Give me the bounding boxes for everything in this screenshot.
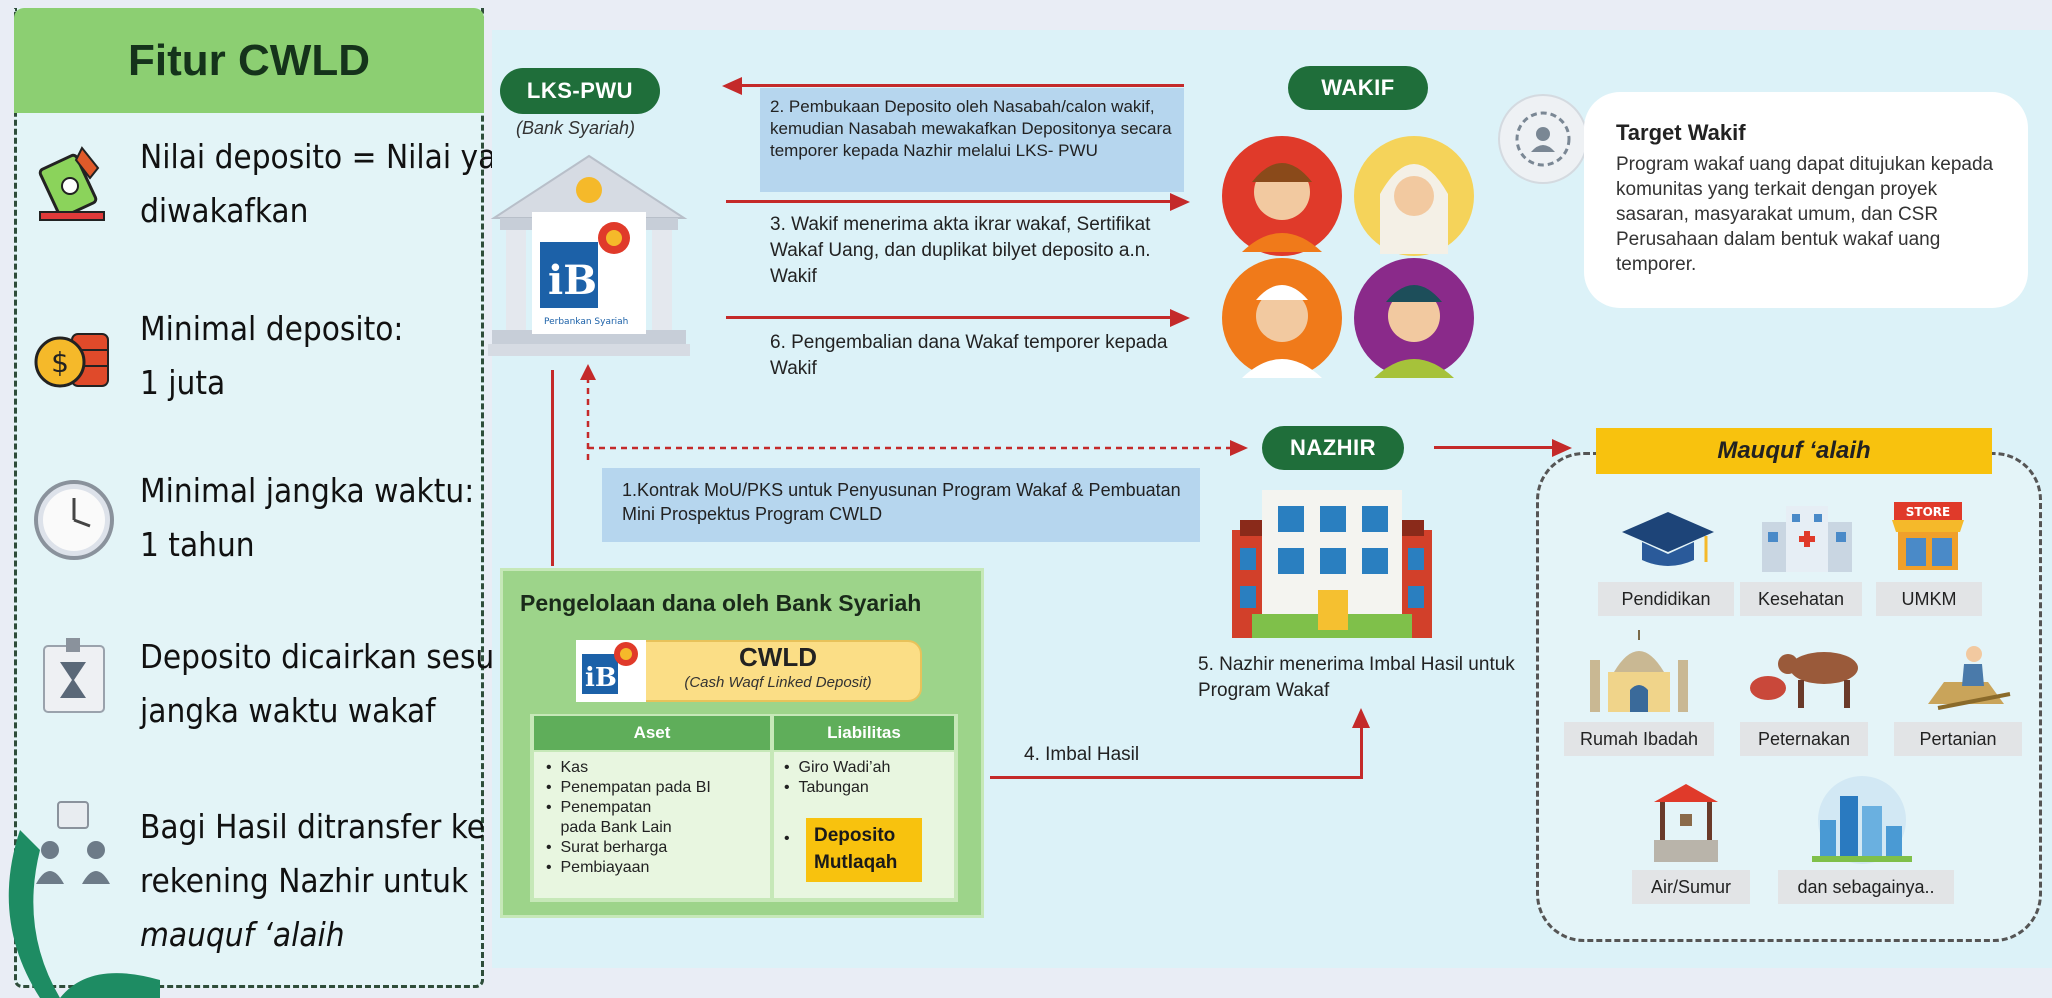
cwld-subtitle: (Cash Waqf Linked Deposit) [684, 674, 872, 691]
feature-deposit-value: Nilai deposito = Nilai yang diwakafkan [140, 130, 534, 238]
category-kesehatan: Kesehatan [1740, 582, 1862, 616]
hospital-icon [1762, 506, 1852, 572]
arrow-to-mauquf [1434, 446, 1556, 449]
step-6-text: 6. Pengembalian dana Wakaf temporer kepa… [770, 332, 1168, 379]
mauquf-title: Mauquf ‘alaih [1596, 428, 1992, 474]
arrow-head [1552, 439, 1572, 457]
aset-item: • Penempatan pada BI [546, 779, 711, 796]
well-icon [1654, 784, 1718, 862]
lks-pwu-label: LKS-PWU [500, 68, 660, 114]
feature-line: Minimal deposito: [140, 309, 404, 348]
step-3-text: 3. Wakif menerima akta ikrar wakaf, Sert… [770, 214, 1151, 287]
bank-building-icon: iB Perbankan Syariah [488, 154, 690, 356]
nazhir-building-icon [1232, 490, 1432, 638]
feature-line: 1 tahun [140, 525, 255, 564]
feature-min-deposit: Minimal deposito: 1 juta [140, 302, 475, 410]
category-lainnya: dan sebagainya.. [1778, 870, 1954, 904]
target-icon [1498, 94, 1588, 184]
wakif-label: WAKIF [1288, 66, 1428, 110]
feature-line: Minimal jangka waktu: [140, 471, 475, 510]
arrow-step-4 [990, 776, 1362, 779]
step-1-text: 1.Kontrak MoU/PKS untuk Penyusunan Progr… [622, 480, 1181, 524]
category-peternakan: Peternakan [1740, 722, 1868, 756]
svg-text:iB: iB [548, 257, 597, 304]
step-1-box [602, 468, 1200, 542]
aset-item: • Penempatan pada Bank Lain [546, 799, 672, 836]
feature-line: Deposito dicairkan sesuai [140, 637, 521, 676]
aset-item: • Surat berharga [546, 839, 668, 856]
graduation-cap-icon [1622, 512, 1714, 566]
arrow-head [1352, 708, 1370, 728]
arrow-head [1170, 193, 1190, 211]
arrow-step-3 [726, 200, 1172, 203]
ib-logo-icon: iB [576, 640, 646, 702]
svg-text:Perbankan Syariah: Perbankan Syariah [544, 317, 628, 327]
target-wakif-body: Program wakaf uang dapat ditujukan kepad… [1616, 154, 1994, 275]
feature-withdraw: Deposito dicairkan sesuai jangka waktu w… [140, 630, 521, 738]
wakif-avatars [1222, 136, 1474, 378]
aset-item: • Pembiayaan [546, 859, 650, 876]
feature-line: 1 juta [140, 363, 226, 402]
coin-stack-icon: $ [34, 333, 109, 388]
feature-min-term: Minimal jangka waktu: 1 tahun [140, 464, 475, 572]
arrow-step-1 [580, 364, 1248, 460]
bullet: • [784, 830, 790, 847]
cwld-title: CWLD [739, 642, 817, 672]
liab-list: • Giro Wadi’ah • Tabungan [784, 758, 890, 798]
city-icon [1812, 776, 1912, 864]
feature-line: mauquf ‘alaih [140, 915, 345, 954]
category-pendidikan: Pendidikan [1598, 582, 1734, 616]
category-umkm: UMKM [1876, 582, 1982, 616]
deposito-mutlaqah-highlight: Deposito Mutlaqah [806, 818, 922, 882]
bank-management-title: Pengelolaan dana oleh Bank Syariah [520, 590, 922, 616]
liab-item: • Giro Wadi’ah [784, 759, 891, 776]
store-sign-text: STORE [1906, 505, 1950, 519]
features-title: Fitur CWLD [14, 8, 484, 113]
feature-line: Nilai deposito = Nilai yang [140, 137, 534, 176]
feature-profit-share: Bagi Hasil ditransfer ke rekening Nazhir… [140, 800, 486, 962]
col-liab-header: Liabilitas [774, 716, 954, 750]
step-2-box [760, 88, 1184, 192]
arrow-head [1170, 309, 1190, 327]
target-wakif-title: Target Wakif [1616, 120, 1746, 145]
hourglass-card-icon [43, 638, 105, 713]
liab-item: • Tabungan [784, 779, 869, 796]
arrow-head [722, 77, 742, 95]
nazhir-label: NAZHIR [1262, 426, 1404, 470]
step-4-text: 4. Imbal Hasil [1024, 744, 1140, 765]
farmer-icon [1928, 646, 2011, 710]
step-2-text: 2. Pembukaan Deposito oleh Nasabah/calon… [770, 97, 1172, 160]
feature-line: Bagi Hasil ditransfer ke [140, 807, 486, 846]
decorative-swoosh [8, 830, 160, 998]
step-5-text: 5. Nazhir menerima Imbal Hasil untuk Pro… [1198, 654, 1515, 701]
arrow-step-2 [740, 84, 1184, 87]
lks-sublabel: (Bank Syariah) [516, 118, 636, 138]
people-transfer-icon [36, 801, 110, 884]
feature-line: rekening Nazhir untuk [140, 861, 469, 900]
bank-link-line [551, 370, 554, 566]
cwld-banner [596, 640, 922, 702]
aset-item: • Kas [546, 759, 589, 776]
svg-text:$: $ [51, 346, 69, 379]
arrow-step-6 [726, 316, 1172, 319]
aset-cell [534, 752, 770, 898]
category-rumah-ibadah: Rumah Ibadah [1564, 722, 1714, 756]
aset-list: • Kas • Penempatan pada BI • Penempatan … [546, 758, 766, 878]
store-icon: STORE [1892, 502, 1964, 570]
target-wakif-card [1584, 92, 2028, 308]
clock-icon [34, 480, 114, 560]
arrow-step-4-up [1360, 726, 1363, 779]
feature-line: jangka waktu wakaf [140, 691, 436, 730]
hand-money-icon [38, 146, 105, 221]
category-air-sumur: Air/Sumur [1632, 870, 1750, 904]
cattle-icon [1750, 652, 1858, 708]
feature-line: diwakafkan [140, 191, 309, 230]
col-aset-header: Aset [534, 716, 770, 750]
ib-logo-text: iB [585, 663, 617, 693]
mosque-icon [1590, 630, 1688, 712]
category-pertanian: Pertanian [1894, 722, 2022, 756]
